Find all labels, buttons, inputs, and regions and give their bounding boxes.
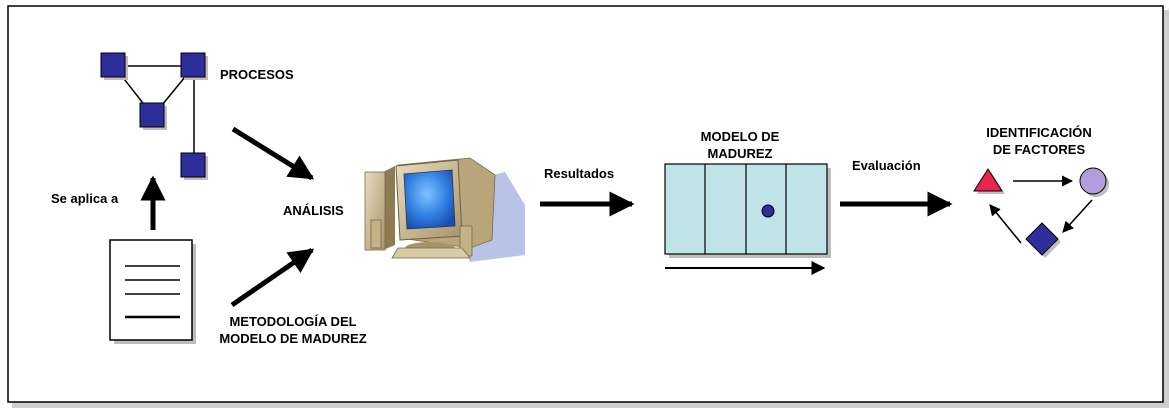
- maturity-model-icon: [664, 163, 831, 275]
- evaluacion-label: Evaluación: [852, 158, 921, 173]
- process-graph-icon: [100, 52, 208, 180]
- resultados-label: Resultados: [544, 166, 615, 181]
- factors-cycle-icon: [973, 167, 1109, 258]
- modelo-madurez-label: MODELO DE MADUREZ: [685, 128, 795, 162]
- analisis-label: ANÁLISIS: [283, 203, 344, 218]
- modelo-line2: MADUREZ: [707, 146, 773, 161]
- identificacion-factores-label: IDENTIFICACIÓN DE FACTORES: [964, 124, 1114, 158]
- modelo-line1: MODELO DE: [700, 129, 780, 144]
- analysis-arrows: [230, 126, 315, 308]
- metodologia-line1: METODOLOGÍA DEL: [229, 314, 357, 329]
- identificacion-line1: IDENTIFICACIÓN: [986, 125, 1092, 140]
- identificacion-line2: DE FACTORES: [992, 142, 1086, 157]
- metodologia-line2: MODELO DE MADUREZ: [219, 331, 367, 346]
- se-aplica-a-label: Se aplica a: [51, 191, 119, 206]
- document-icon: [109, 239, 196, 344]
- computer-icon: [364, 157, 525, 262]
- metodologia-label: METODOLOGÍA DEL MODELO DE MADUREZ: [198, 313, 388, 347]
- procesos-label: PROCESOS: [220, 67, 294, 82]
